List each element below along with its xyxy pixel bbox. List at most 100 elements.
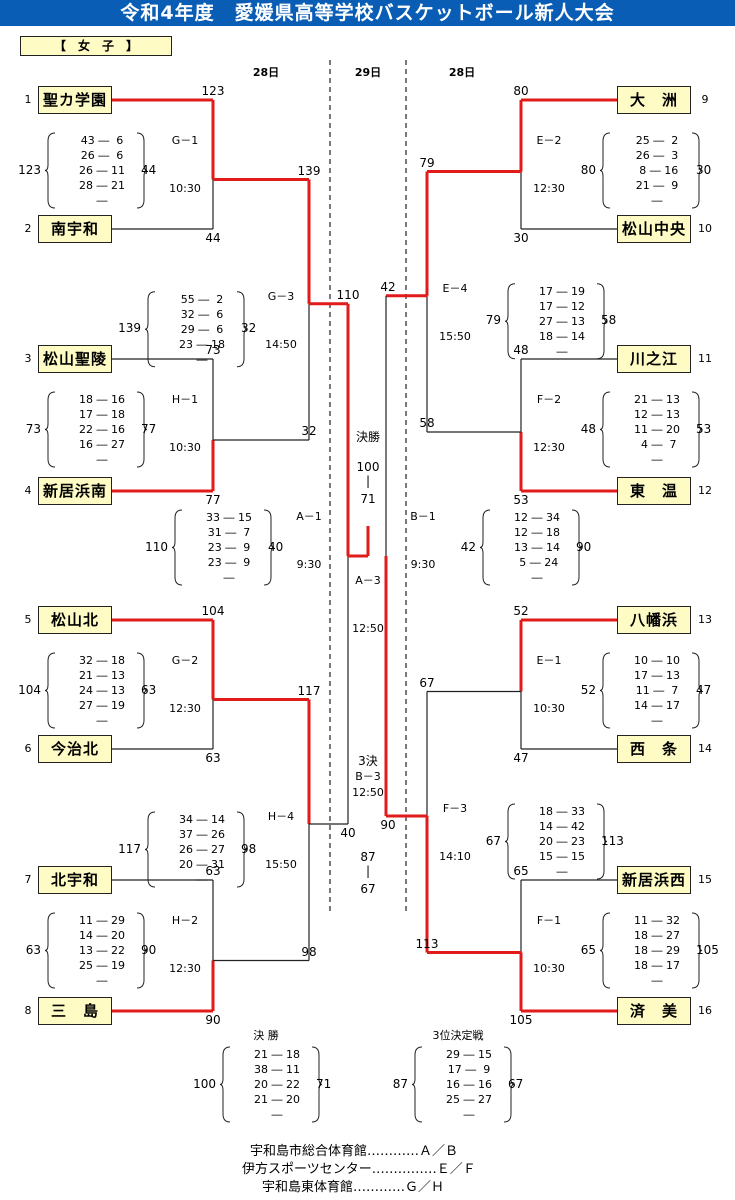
game-time: 12:30 [169,702,201,715]
total-right: 58 [601,313,617,328]
quarter-row: 43 ― 6 [80,134,124,147]
quarter-row: ― [271,1108,283,1121]
total-right: 113 [601,833,624,848]
game-id: E－2 [536,134,562,147]
seed-number: 3 [24,352,32,365]
team-name-box: 済 美 [617,997,691,1025]
score-bottom: 90 [205,1013,221,1027]
total-right: 77 [141,421,157,436]
left-brace [504,283,516,360]
total-right: 44 [141,162,157,177]
quarter-row: 14 ― 17 [634,699,680,712]
quarter-row: 15 ― 15 [539,850,585,863]
quarter-row: ― [531,571,543,584]
left-brace [599,391,611,468]
right-brace [571,509,583,586]
total-right: 47 [696,682,712,697]
semi-score: 110 [336,287,360,302]
quarter-row: 17 ― 12 [539,299,585,313]
total-left: 87 [392,1076,408,1091]
quarter-row: 12 ― 18 [514,526,560,539]
final-top-score: 100 [356,460,380,474]
right-brace [691,391,703,468]
left-brace [479,509,491,586]
team-name-box: 川之江 [617,345,691,373]
quarter-row: ― [96,194,108,207]
seed-number: 13 [698,613,712,626]
total-left: 42 [460,539,476,554]
total-left: 123 [18,162,41,177]
left-brace [411,1046,423,1123]
right-brace [136,652,148,729]
quarter-row: 25 ― 27 [446,1093,492,1106]
third-bottom-score: 67 [360,882,376,896]
team-name-box: 大 洲 [617,86,691,114]
quarter-row: 55 ― 2 [180,292,224,306]
total-right: 63 [141,682,157,697]
quarter-row: 27 ― 19 [79,699,125,712]
quarter-row: 26 ― 27 [179,843,225,856]
quarter-row: 26 ― 11 [79,164,125,177]
seed-number: 9 [701,93,709,106]
right-brace [263,509,275,586]
total-left: 73 [25,421,41,436]
score-bottom: 63 [205,751,221,765]
quarter-row: 23 ― 9 [207,541,251,554]
right-brace [136,391,148,468]
quarter-row: 32 ― 18 [79,654,125,667]
score-bottom: 58 [419,416,435,430]
score-top: 80 [513,84,529,98]
score-top: 139 [297,163,321,178]
day-label-left: 28日 [252,66,280,79]
game-id: E－4 [442,281,468,295]
right-brace [596,803,608,880]
game-time: 12:50 [352,622,384,635]
game-id: E－1 [536,654,562,667]
final-label: 決勝 [355,430,380,444]
quarter-row: ― [96,453,108,466]
quarter-row: ― [651,453,663,466]
game-time: 10:30 [169,182,201,195]
semi-score: 40 [340,826,356,840]
quarter-row: 5 ― 24 [515,556,559,569]
game-time: 10:30 [169,441,201,454]
quarter-row: ― [556,344,568,358]
left-brace [599,132,611,209]
game-time: 15:50 [439,329,471,343]
quarter-row: 12 ― 13 [634,408,680,421]
page-title: 令和4年度 愛媛県高等学校バスケットボール新人大会 [0,0,735,26]
total-left: 52 [580,682,596,697]
score-top: 52 [513,604,529,618]
score-bottom: 98 [301,944,317,959]
game-id: H－4 [267,810,295,823]
quarter-row: 20 ― 23 [539,835,585,848]
left-brace [504,803,516,880]
team-name-box: 松山北 [38,606,112,634]
quarter-row: 23 ― 9 [207,556,251,569]
quarter-row: 18 ― 17 [634,959,680,972]
venue-line: 宇和島市総合体育館…………Ａ／Ｂ [250,1144,459,1159]
quarter-row: 14 ― 42 [539,820,585,833]
third-label: 3決 [358,754,378,768]
quarter-row: 18 ― 14 [539,329,585,343]
quarter-row: 13 ― 14 [514,541,560,554]
quarter-row: 29 ― 15 [446,1048,492,1061]
team-name-box: 松山中央 [617,215,691,243]
left-brace [144,291,156,368]
score-top: 123 [201,84,225,98]
